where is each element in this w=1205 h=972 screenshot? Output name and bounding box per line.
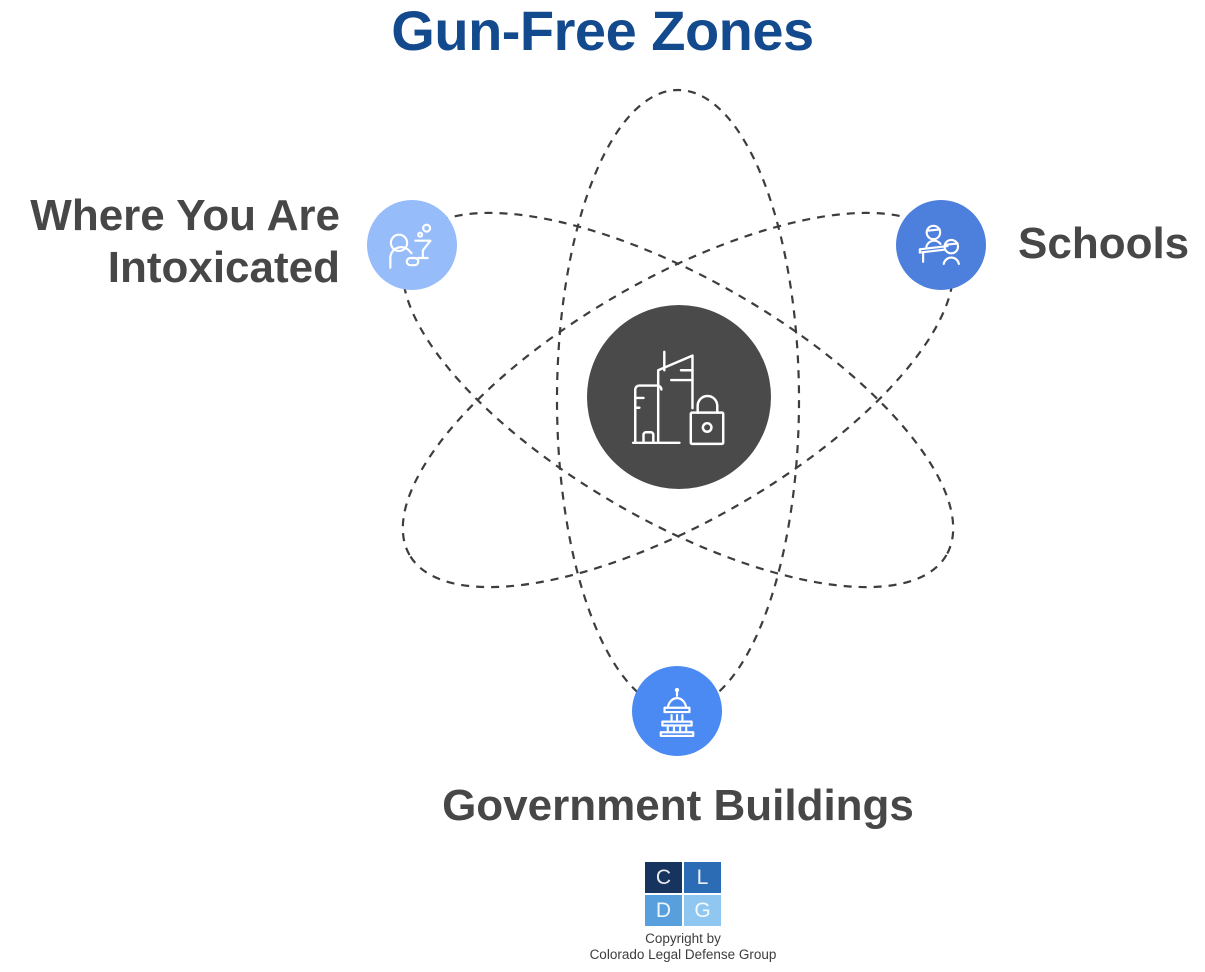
copyright-line-2: Colorado Legal Defense Group [589,947,777,962]
label-government-buildings: Government Buildings [442,781,914,830]
page-title: Gun-Free Zones [391,0,814,62]
label-where-you-are-intoxicated: Where You Are Intoxicated [0,190,340,294]
node-where-you-are-intoxicated [367,200,457,290]
cldg-logo: C L D G [645,862,721,926]
city-buildings-lock-icon [631,350,725,445]
copyright-text: Copyright by Colorado Legal Defense Grou… [383,931,983,963]
center-node-gun-free-zone [587,305,771,489]
copyright-line-1: Copyright by [645,931,721,946]
node-government-buildings [632,666,722,756]
footer: C L D G Copyright by Colorado Legal Defe… [383,862,983,963]
label-line-2: Intoxicated [107,243,340,292]
logo-tile-l: L [684,862,721,893]
logo-tile-g: G [684,895,721,926]
logo-tile-d: D [645,895,682,926]
person-cocktail-icon [389,223,432,269]
students-at-desk-icon [918,224,960,266]
label-schools: Schools [1018,219,1190,268]
node-schools [896,200,986,290]
logo-tile-c: C [645,862,682,893]
capitol-building-icon [659,687,695,737]
label-line-1: Where You Are [30,191,340,240]
